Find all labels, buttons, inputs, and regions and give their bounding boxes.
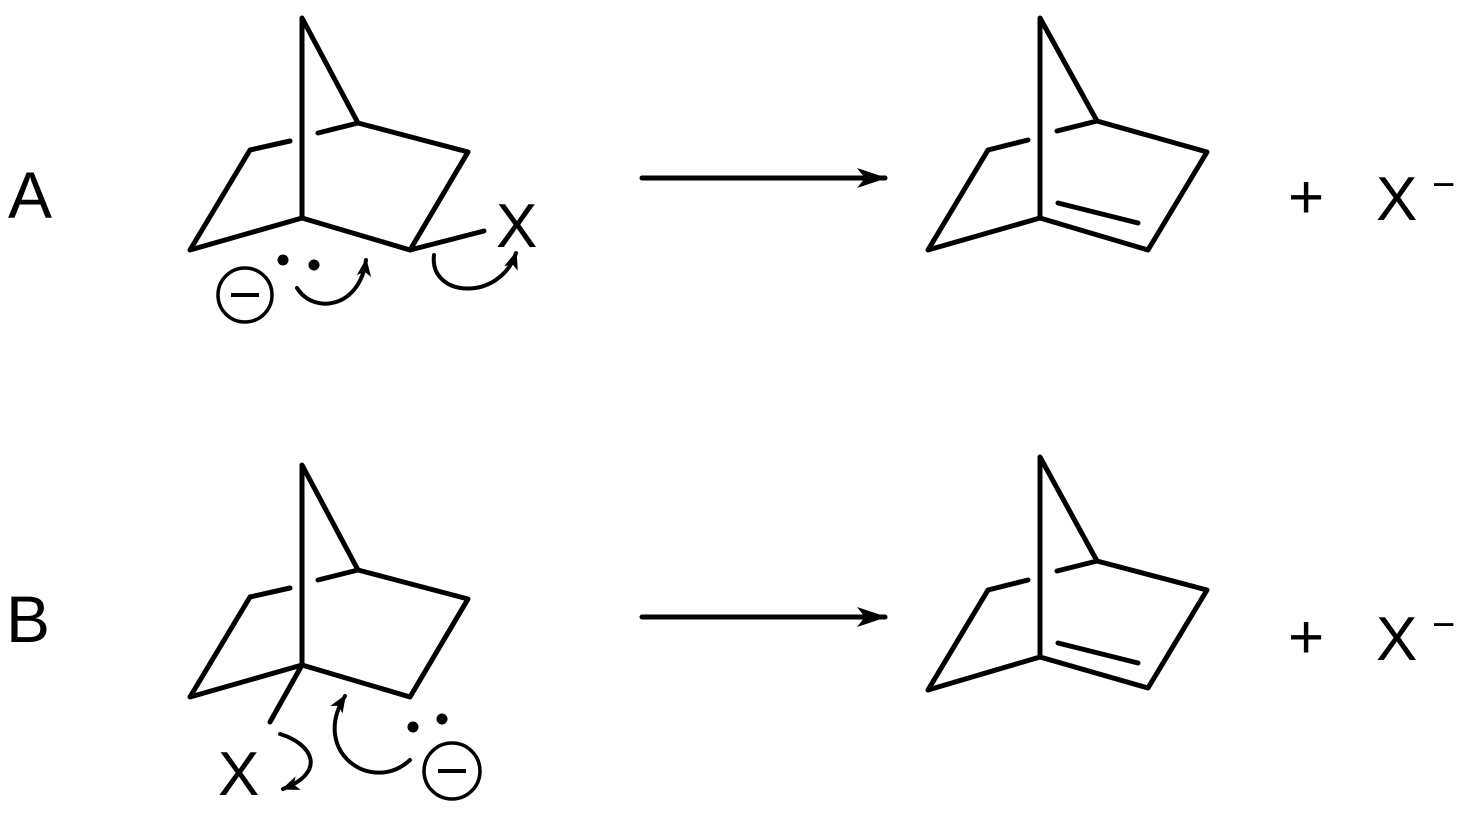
bridge-bonds	[1037, 454, 1100, 660]
reaction-b: B X + X −	[6, 454, 1455, 809]
curved-arrow-icon	[278, 732, 313, 791]
right-ring-bonds	[1037, 118, 1210, 253]
left-ring-bonds	[925, 577, 1043, 693]
curved-arrow-icon	[295, 258, 372, 306]
carbon-x-bond	[407, 228, 487, 253]
negative-charge-icon	[422, 741, 482, 801]
curved-arrow-icon	[431, 251, 518, 291]
ion-charge: −	[1432, 603, 1455, 647]
plus-sign: +	[1288, 163, 1324, 232]
bridge-bonds	[1037, 15, 1100, 221]
carbon-x-bond	[267, 662, 305, 725]
product-ion-x: X	[1376, 605, 1417, 674]
right-ring-bonds	[1037, 558, 1210, 691]
left-ring-bonds	[187, 585, 305, 700]
bridge-bonds	[299, 15, 361, 221]
reaction-a: A X + X −	[8, 15, 1455, 324]
reaction-b-label: B	[6, 582, 50, 656]
product-b-structure	[925, 454, 1210, 693]
reaction-a-label: A	[8, 158, 52, 232]
reactant-b-structure	[187, 462, 471, 725]
right-ring-bonds	[299, 567, 471, 700]
product-ion-x: X	[1376, 165, 1417, 234]
leaving-group-x: X	[218, 740, 259, 809]
lone-pair-icon	[277, 254, 320, 271]
product-a-structure	[925, 15, 1210, 253]
lone-pair-icon	[407, 713, 448, 733]
reactant-a-structure	[187, 15, 487, 253]
negative-charge-icon	[216, 266, 274, 324]
curved-arrow-icon	[330, 694, 412, 775]
leaving-group-x: X	[496, 192, 537, 261]
left-ring-bonds	[925, 137, 1043, 253]
double-bond-line	[1055, 640, 1141, 666]
double-bond-line	[1055, 200, 1141, 226]
bridge-bonds	[299, 462, 361, 668]
right-ring-bonds	[299, 120, 471, 253]
left-ring-bonds	[187, 138, 305, 253]
ion-charge: −	[1432, 163, 1455, 207]
plus-sign: +	[1288, 603, 1324, 672]
